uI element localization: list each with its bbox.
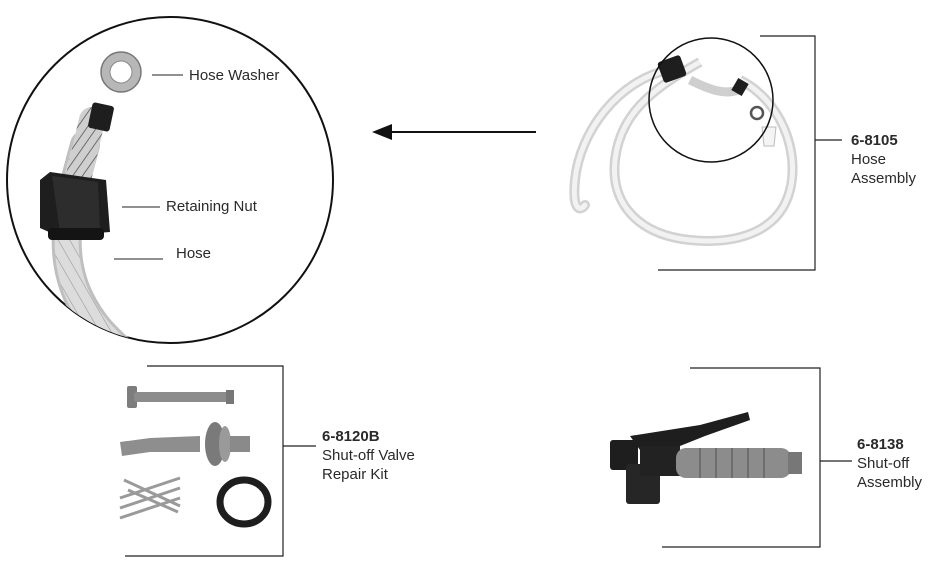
part-name-line1: Shut-off Valve [322, 447, 415, 464]
hose-assembly-image [569, 37, 798, 246]
hose-washer-label: Hose Washer [189, 67, 280, 84]
part-name-line2: Assembly [857, 474, 923, 491]
part-number: 6-8120B [322, 428, 380, 445]
part-6-8120b-label: 6-8120B Shut-off Valve Repair Kit [322, 427, 415, 484]
bracket-6-8105 [658, 35, 842, 271]
part-name-line1: Hose [851, 151, 887, 168]
shutoff-assembly-image [610, 412, 802, 504]
part-name-line2: Repair Kit [322, 466, 388, 483]
retaining-nut-part [40, 172, 110, 240]
repair-kit-image [119, 386, 272, 528]
bracket-6-8138 [662, 367, 852, 548]
hose-washer-part [100, 51, 142, 93]
bracket-6-8120b [125, 365, 316, 557]
retaining-nut-label: Retaining Nut [166, 198, 257, 215]
part-number: 6-8138 [857, 436, 904, 453]
part-number: 6-8105 [851, 132, 898, 149]
zoom-detail-circle [6, 16, 334, 344]
part-6-8105-label: 6-8105 Hose Assembly [851, 131, 916, 188]
part-name-line1: Shut-off [857, 455, 910, 472]
hose-label: Hose [176, 245, 212, 262]
pointer-arrow [372, 124, 536, 140]
part-6-8138-label: 6-8138 Shut-off Assembly [857, 435, 922, 492]
barb-fitting-part [88, 102, 114, 132]
part-name-line2: Assembly [851, 170, 917, 187]
